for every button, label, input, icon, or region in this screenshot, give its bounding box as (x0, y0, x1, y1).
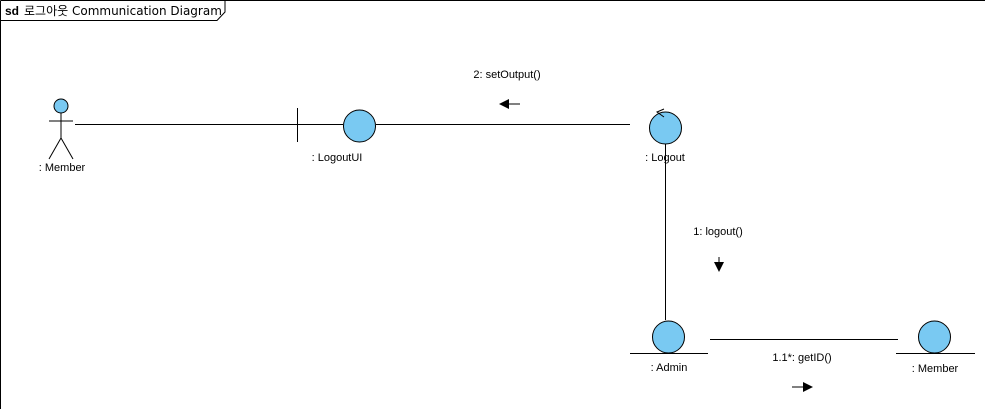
member-entity[interactable]: : Member (896, 320, 975, 375)
message-getid[interactable]: 1.1*: getID() (772, 352, 832, 392)
entity-circle-icon (652, 320, 685, 354)
member-actor-label: : Member (39, 162, 86, 174)
control-arrow-icon (655, 108, 665, 118)
arrow-right-icon (803, 382, 813, 392)
admin-entity[interactable]: : Admin (630, 320, 708, 374)
entity-circle-icon (918, 320, 951, 354)
arrow-down-icon (714, 262, 724, 272)
logoutui-boundary[interactable]: : LogoutUI (297, 108, 376, 164)
control-circle-icon (649, 111, 682, 145)
actor-head-icon (53, 98, 69, 114)
logout-control[interactable]: : Logout (645, 108, 685, 164)
admin-label: : Admin (651, 362, 688, 374)
logout-label: : Logout (645, 152, 685, 164)
message-getid-label: 1.1*: getID() (772, 352, 831, 364)
member-entity-label: : Member (912, 363, 959, 375)
logoutui-label: : LogoutUI (312, 152, 363, 164)
message-setoutput-label: 2: setOutput() (473, 69, 540, 81)
message-logout[interactable]: 1: logout() (693, 226, 743, 272)
frame-title: 로그아웃 Communication Diagram (24, 4, 222, 18)
message-setoutput[interactable]: 2: setOutput() (473, 69, 541, 109)
arrow-left-icon (499, 99, 509, 109)
member-actor[interactable]: : Member (39, 98, 86, 174)
boundary-circle-icon (343, 109, 376, 143)
message-logout-label: 1: logout() (693, 226, 743, 238)
frame-keyword: sd (5, 4, 19, 18)
